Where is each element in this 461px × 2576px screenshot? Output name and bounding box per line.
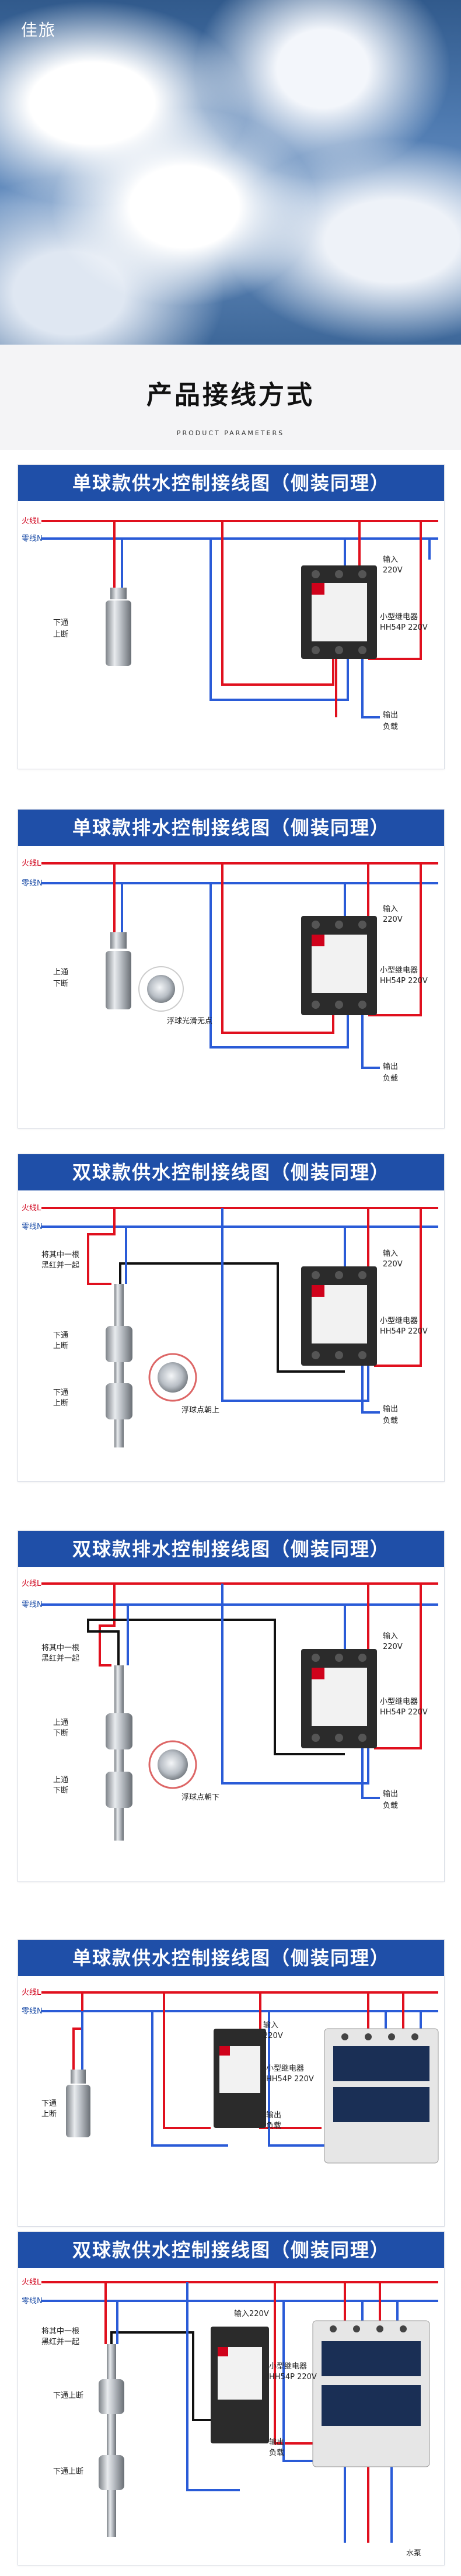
wiring-diagram: [41, 1991, 439, 2164]
wiring-diagram: [41, 520, 438, 718]
load-label: 负载: [383, 723, 399, 731]
live-label: 火线L: [22, 859, 41, 868]
voltage-label: 220V: [383, 566, 403, 575]
relay-name: 小型继电器: [380, 1697, 418, 1706]
wiring-diagram: [41, 1207, 438, 1447]
voltage-label: 220V: [383, 1643, 403, 1651]
input-label: 输入: [383, 1632, 399, 1641]
float-b-state: 下通上断: [53, 2467, 84, 2476]
live-label: 火线L: [22, 1204, 41, 1213]
neutral-label: 零线N: [22, 879, 43, 888]
section-title: 单球款供水控制接线图（侧装同理）: [18, 465, 444, 501]
live-label: 火线L: [22, 2278, 41, 2287]
output-label: 输出: [383, 711, 399, 720]
float-state-1: 上通: [53, 968, 69, 977]
neutral-label: 零线N: [22, 1601, 43, 1609]
float-state-2: 上断: [41, 2110, 57, 2119]
page-subtitle: PRODUCT PARAMETERS: [176, 429, 285, 437]
brand-logo: 佳旅: [21, 20, 57, 40]
join-note-1: 将其中一根: [41, 1644, 80, 1652]
output-label: 输出: [383, 1405, 399, 1414]
diagram-section-2: 单球款排水控制接线图（侧装同理） 火线L 零线N 上通 下断 浮球光: [18, 809, 445, 1129]
title-block: [0, 345, 461, 450]
voltage-label: 220V: [263, 2032, 283, 2040]
output-label: 输出: [266, 2111, 282, 2120]
diagram-section-1: 单球款供水控制接线图（侧装同理） 火线L 零线N 下通: [18, 464, 445, 769]
load-label: 负载: [269, 2449, 285, 2457]
neutral-label: 零线N: [22, 1223, 43, 1231]
input-label: 输入: [383, 1249, 399, 1258]
relay-name: 小型继电器: [380, 966, 418, 975]
output-label: 输出: [269, 2438, 285, 2447]
input-label: 输入: [263, 2021, 279, 2030]
diagram-section-4: 双球款排水控制接线图（侧装同理） 火线L 零线N 将其中一根: [18, 1530, 445, 1882]
float-note: 浮球点朝下: [181, 1793, 220, 1802]
section-title: 单球款供水控制接线图（侧装同理）: [18, 1940, 444, 1976]
section-title: 双球款排水控制接线图（侧装同理）: [18, 1531, 444, 1567]
float-b-state-1: 上通: [53, 1776, 69, 1785]
join-note-1: 将其中一根: [41, 2327, 80, 2336]
join-note-2: 黑红并一起: [41, 1654, 80, 1663]
float-a-state-2: 上断: [53, 1342, 69, 1351]
output-label: 输出: [383, 1063, 399, 1071]
join-note-1: 将其中一根: [41, 1251, 80, 1259]
input-220-label: 输入220V: [234, 2310, 269, 2318]
float-a-state-1: 下通: [53, 1331, 69, 1340]
diagram-section-6: 双球款供水控制接线图（侧装同理）: [18, 2231, 445, 2565]
section-title: 单球款排水控制接线图（侧装同理）: [18, 810, 444, 846]
float-state-1: 下通: [41, 2099, 57, 2108]
voltage-label: 220V: [383, 1260, 403, 1269]
relay-model: HH54P 220V: [269, 2373, 317, 2381]
float-b-state-2: 上断: [53, 1399, 69, 1408]
diagram-section-3: 双球款供水控制接线图（侧装同理） 火线L 零线N 将其中一根: [18, 1154, 445, 1482]
live-label: 火线L: [22, 517, 41, 526]
relay-model: HH54P 220V: [380, 977, 428, 985]
input-label: 输入: [383, 905, 399, 914]
relay-model: HH54P 220V: [380, 1327, 428, 1336]
relay-model: HH54P 220V: [380, 623, 428, 632]
neutral-label: 零线N: [22, 2007, 43, 2016]
live-label: 火线L: [22, 1988, 41, 1997]
relay-model: HH54P 220V: [266, 2075, 314, 2084]
wiring-diagram: [41, 1582, 438, 1841]
relay-name: 小型继电器: [266, 2064, 305, 2073]
diagram-section-5: 单球款供水控制接线图（侧装同理） 火线L 零线N: [18, 1939, 445, 2227]
float-state-1: 下通: [53, 619, 69, 627]
load-label: 负载: [383, 1417, 399, 1425]
section-title: 双球款供水控制接线图（侧装同理）: [18, 1154, 444, 1190]
relay-name: 小型继电器: [380, 1317, 418, 1325]
load-label: 负载: [383, 1074, 399, 1083]
neutral-label: 零线N: [22, 2297, 43, 2306]
relay-name: 小型继电器: [380, 613, 418, 622]
float-note: 浮球点朝上: [181, 1406, 220, 1415]
float-a-state-2: 下断: [53, 1729, 69, 1738]
section-title: 双球款供水控制接线图（侧装同理）: [18, 2232, 444, 2268]
join-note-2: 黑红并一起: [41, 1261, 80, 1270]
float-note: 浮球光滑无点: [167, 1017, 213, 1026]
float-a-state: 下通上断: [53, 2391, 84, 2400]
wiring-diagram: [41, 2281, 438, 2543]
float-b-state-1: 下通: [53, 1388, 69, 1397]
pump-label: 水泵: [406, 2549, 422, 2558]
page-title: 产品接线方式: [146, 380, 315, 410]
load-label: 负载: [383, 1801, 399, 1810]
relay-name: 小型继电器: [269, 2362, 308, 2371]
relay-model: HH54P 220V: [380, 1708, 428, 1717]
float-b-state-2: 下断: [53, 1786, 69, 1795]
live-label: 火线L: [22, 1579, 41, 1588]
output-label: 输出: [383, 1790, 399, 1799]
load-label: 负载: [266, 2122, 282, 2130]
float-state-2: 上断: [53, 630, 69, 639]
voltage-label: 220V: [383, 915, 403, 924]
float-a-state-1: 上通: [53, 1719, 69, 1727]
input-label: 输入: [383, 556, 399, 564]
join-note-2: 黑红并一起: [41, 2338, 80, 2346]
hero-sky-banner: 佳旅: [0, 0, 461, 345]
float-state-2: 下断: [53, 980, 69, 988]
wiring-diagram: [41, 862, 438, 1069]
neutral-label: 零线N: [22, 534, 43, 543]
